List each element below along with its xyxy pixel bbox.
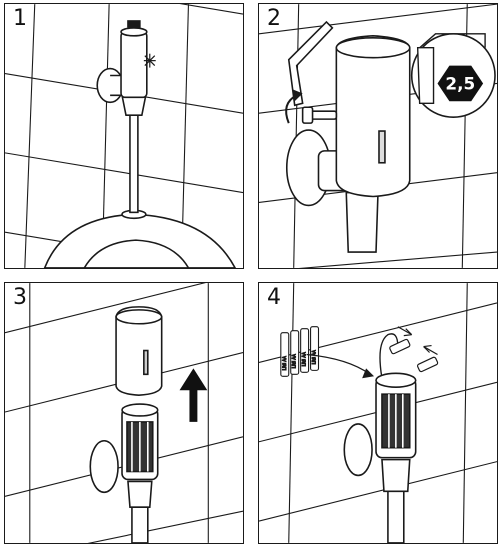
step-1-illustration [5, 4, 243, 268]
step-4-illustration: LR6 AA LR6 AA LR6 AA LR6 AA [259, 283, 497, 543]
step-4-number: 4 [267, 285, 281, 311]
flush-valve-body [336, 36, 409, 197]
tool-size-label: 2,5 [445, 73, 475, 93]
battery-icon: LR6 AA LR6 AA LR6 AA LR6 AA [281, 327, 319, 377]
cable-connector [389, 339, 410, 355]
flush-valve-body [121, 32, 147, 97]
battery-label: LR6 AA [302, 352, 307, 367]
step-2-number: 2 [267, 6, 281, 32]
hex-key-icon [418, 48, 434, 104]
wall-rosette [90, 441, 118, 493]
screw [311, 111, 337, 119]
battery-label: LR6 AA [312, 350, 317, 365]
battery-label: LR6 AA [292, 354, 297, 369]
sensor-cable [380, 334, 398, 378]
step-3-panel: 3 [4, 282, 244, 544]
flush-pipe [388, 491, 404, 543]
flush-pipe [346, 193, 378, 253]
sensor-flash-icon [144, 54, 156, 68]
step-4-panel: 4 LR6 AA LR6 AA LR6 AA LR6 AA [258, 282, 498, 544]
step-1-number: 1 [13, 6, 27, 32]
step-3-illustration [5, 283, 243, 543]
step-2-panel: 2 2,5 [258, 3, 498, 269]
battery-label: LR6 AA [282, 356, 287, 371]
up-arrow-icon [180, 368, 208, 422]
wall-rosette [344, 424, 372, 476]
step-2-illustration: 2,5 [259, 4, 497, 268]
step-3-number: 3 [13, 285, 27, 311]
flush-pipe [130, 113, 138, 212]
cable-connector [417, 357, 438, 373]
step-1-panel: 1 [4, 3, 244, 269]
flush-pipe [132, 507, 148, 543]
